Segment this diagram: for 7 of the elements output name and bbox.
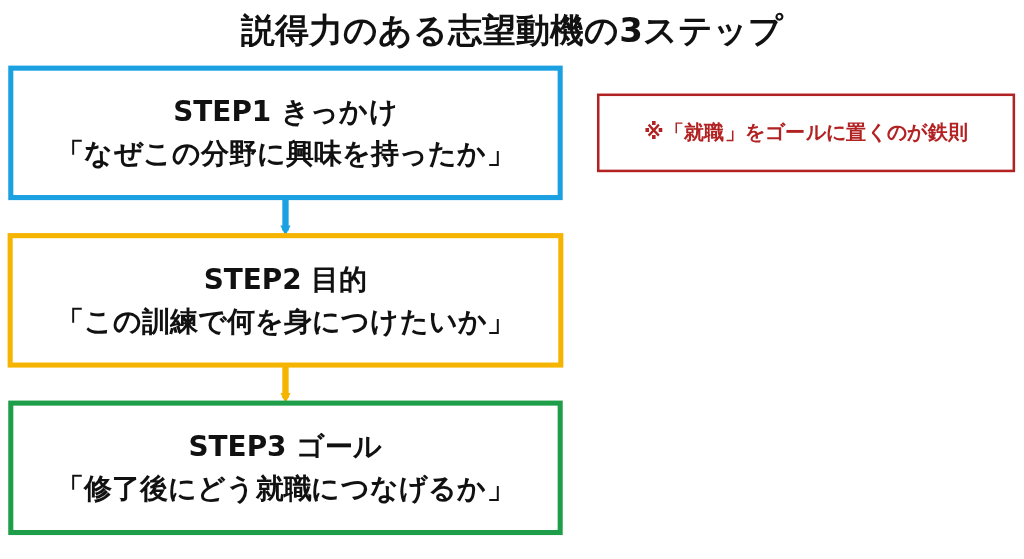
node-box: ※「就職」をゴールに置くのが鉄則 [596, 93, 1016, 173]
arrow [280, 365, 291, 404]
node-box: STEP1 きっかけ 「なぜこの分野に興味を持ったか」 [8, 65, 563, 201]
arrow [280, 197, 291, 236]
title: 説得力のある志望動機の3ステップ [240, 9, 785, 52]
node-box: STEP3 ゴール 「修了後にどう就職につなげるか」 [8, 400, 563, 536]
node-box: STEP2 目的 「この訓練で何を身につけたいか」 [7, 233, 564, 368]
